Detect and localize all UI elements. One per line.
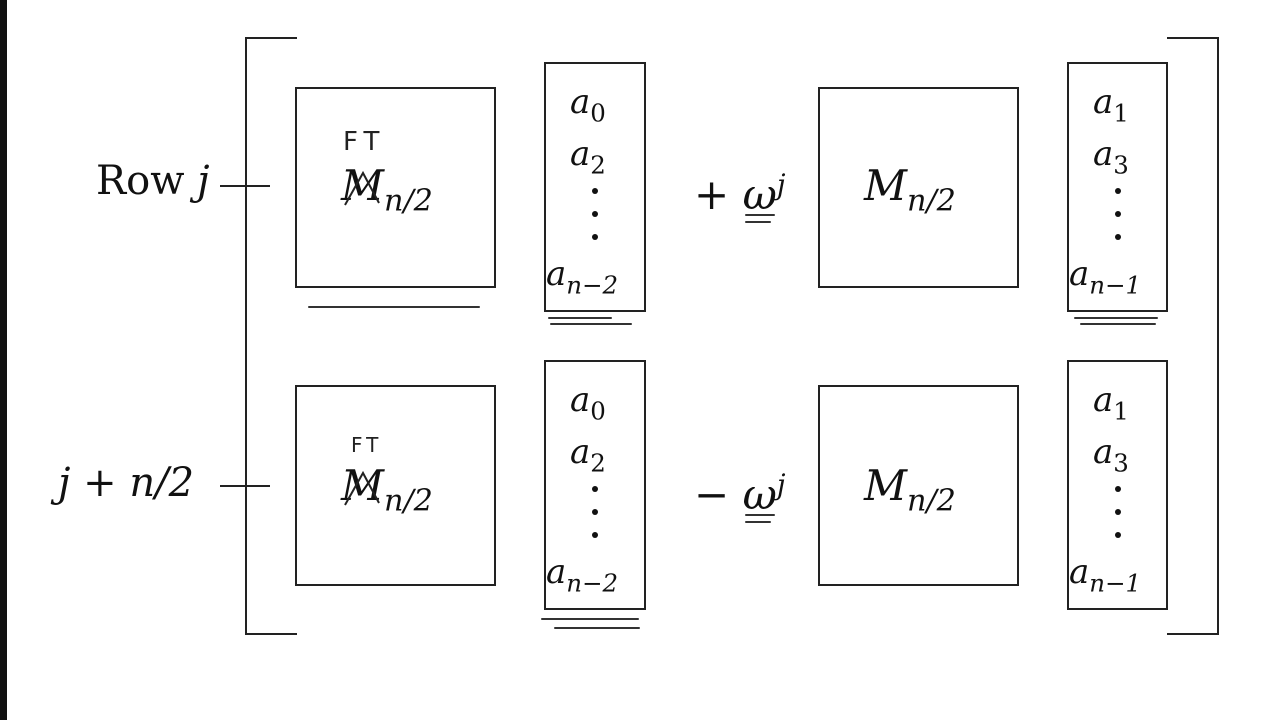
matrix-label-bottom-left: Mn/2 bbox=[341, 461, 433, 519]
entry-sub: 3 bbox=[1113, 448, 1129, 478]
omega-symbol: ω bbox=[742, 170, 777, 220]
underline-even-top-2 bbox=[550, 323, 632, 325]
underline-even-top-1 bbox=[548, 317, 612, 319]
entry-base: a bbox=[570, 82, 591, 122]
row-j-plus-n2-tick bbox=[220, 485, 270, 487]
matrix-base: M bbox=[864, 161, 908, 210]
matrix-label-bottom-right: Mn/2 bbox=[864, 461, 956, 519]
ft-annotation-bottom: FT bbox=[351, 433, 383, 457]
vector-odd-top: a1 a3 an−1 bbox=[1067, 62, 1168, 312]
strike-mark-icon bbox=[344, 170, 380, 206]
underline-omega-top-1 bbox=[745, 214, 775, 216]
entry-sub: 1 bbox=[1113, 396, 1129, 426]
matrix-block-top-right: Mn/2 bbox=[818, 87, 1019, 288]
vector-entry-an-2: an−2 bbox=[546, 552, 644, 598]
entry-sub: n−1 bbox=[1089, 270, 1142, 300]
underline-even-bottom-2 bbox=[554, 627, 640, 629]
entry-base: a bbox=[1069, 552, 1090, 592]
entry-base: a bbox=[1093, 134, 1114, 174]
omega-superscript: j bbox=[776, 168, 786, 201]
entry-sub: n−2 bbox=[566, 568, 619, 598]
entry-base: a bbox=[570, 134, 591, 174]
operator-sign: − bbox=[694, 470, 730, 520]
row-j-prefix: Row bbox=[96, 158, 185, 204]
underline-odd-top-1 bbox=[1074, 317, 1158, 319]
entry-base: a bbox=[1069, 254, 1090, 294]
vector-entry-a1: a1 bbox=[1093, 380, 1190, 426]
vector-entry-an-2: an−2 bbox=[546, 254, 644, 300]
row-j-label: Row j bbox=[96, 158, 210, 204]
vector-entry-a0: a0 bbox=[570, 380, 668, 426]
matrix-base: M bbox=[341, 161, 385, 210]
ft-annotation-top: FT bbox=[343, 127, 386, 157]
underline-omega-top-2 bbox=[745, 221, 771, 223]
vector-odd-bottom: a1 a3 an−1 bbox=[1067, 360, 1168, 610]
vector-entry-a3: a3 bbox=[1093, 432, 1190, 478]
vector-entry-an-1: an−1 bbox=[1069, 254, 1166, 300]
vector-even-top: a0 a2 an−2 bbox=[544, 62, 646, 312]
matrix-label-top-right: Mn/2 bbox=[864, 161, 956, 219]
row-j-plus-n2-label: j + n/2 bbox=[58, 460, 195, 506]
operator-minus-omega: − ωj bbox=[694, 468, 785, 519]
vector-entry-an-1: an−1 bbox=[1069, 552, 1166, 598]
entry-sub: 0 bbox=[590, 396, 606, 426]
entry-sub: 1 bbox=[1113, 98, 1129, 128]
matrix-label-top-left: Mn/2 bbox=[341, 161, 433, 219]
entry-base: a bbox=[1093, 380, 1114, 420]
entry-base: a bbox=[570, 380, 591, 420]
operator-plus-omega: + ωj bbox=[694, 168, 785, 219]
entry-base: a bbox=[1093, 82, 1114, 122]
operator-sign: + bbox=[694, 170, 730, 220]
entry-base: a bbox=[546, 254, 567, 294]
right-bracket bbox=[1167, 37, 1219, 635]
vector-even-bottom: a0 a2 an−2 bbox=[544, 360, 646, 610]
vector-entry-a2: a2 bbox=[570, 134, 668, 180]
entry-sub: n−1 bbox=[1089, 568, 1142, 598]
row-j-var: j bbox=[197, 158, 210, 204]
underline-top-left-block bbox=[308, 306, 480, 308]
vector-entry-a3: a3 bbox=[1093, 134, 1190, 180]
matrix-base: M bbox=[864, 461, 908, 510]
matrix-sub: n/2 bbox=[907, 483, 956, 519]
matrix-base: M bbox=[341, 461, 385, 510]
underline-even-bottom-1 bbox=[541, 618, 639, 620]
left-edge-bar bbox=[0, 0, 7, 720]
matrix-block-bottom-left: FT Mn/2 bbox=[295, 385, 496, 586]
underline-omega-bottom-2 bbox=[745, 521, 771, 523]
matrix-sub: n/2 bbox=[384, 183, 433, 219]
matrix-block-top-left: FT Mn/2 bbox=[295, 87, 496, 288]
entry-sub: 3 bbox=[1113, 150, 1129, 180]
vector-entry-a1: a1 bbox=[1093, 82, 1190, 128]
vector-entry-a2: a2 bbox=[570, 432, 668, 478]
left-bracket bbox=[245, 37, 297, 635]
omega-superscript: j bbox=[776, 468, 786, 501]
entry-sub: 2 bbox=[590, 448, 606, 478]
matrix-sub: n/2 bbox=[384, 483, 433, 519]
omega-symbol: ω bbox=[742, 470, 777, 520]
entry-base: a bbox=[1093, 432, 1114, 472]
entry-base: a bbox=[570, 432, 591, 472]
entry-sub: n−2 bbox=[566, 270, 619, 300]
matrix-sub: n/2 bbox=[907, 183, 956, 219]
underline-odd-top-2 bbox=[1080, 323, 1156, 325]
strike-mark-icon bbox=[344, 470, 380, 506]
entry-base: a bbox=[546, 552, 567, 592]
matrix-block-bottom-right: Mn/2 bbox=[818, 385, 1019, 586]
entry-sub: 0 bbox=[590, 98, 606, 128]
vector-entry-a0: a0 bbox=[570, 82, 668, 128]
row-j-tick bbox=[220, 185, 270, 187]
entry-sub: 2 bbox=[590, 150, 606, 180]
underline-omega-bottom-1 bbox=[745, 514, 775, 516]
